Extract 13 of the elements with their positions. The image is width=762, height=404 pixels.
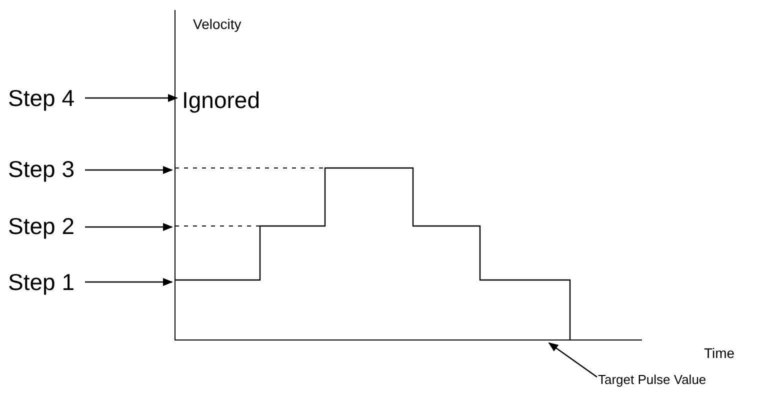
status-text: Ignored bbox=[177, 86, 260, 115]
step-label: Target Pulse Value bbox=[598, 372, 706, 388]
step-label: Step 4 bbox=[8, 84, 74, 113]
step-label: Step 1 bbox=[8, 268, 74, 297]
arrow bbox=[85, 223, 173, 231]
axis-label: Time bbox=[704, 345, 735, 362]
step-label: Step 3 bbox=[8, 155, 74, 184]
arrow bbox=[85, 278, 173, 286]
step-label: Step 2 bbox=[8, 212, 74, 241]
leader-line bbox=[548, 342, 598, 378]
arrow bbox=[85, 166, 173, 174]
axis-label: Velocity bbox=[193, 16, 242, 34]
arrow bbox=[85, 94, 178, 102]
